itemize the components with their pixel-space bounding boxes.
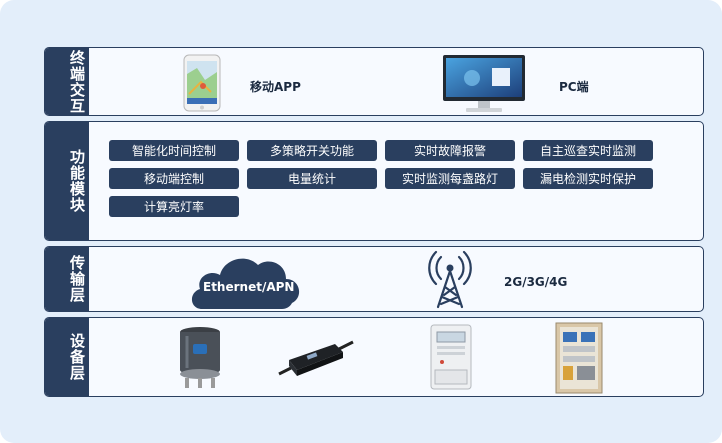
ethernet-label: Ethernet/APN — [203, 280, 295, 294]
electric-meter-icon — [430, 324, 472, 394]
function-item: 电量统计 — [247, 168, 377, 189]
mobile-app-label: 移动APP — [250, 80, 301, 94]
function-item: 实时监测每盏路灯 — [385, 168, 515, 189]
function-item: 自主巡查实时监测 — [523, 140, 653, 161]
cellular-label: 2G/3G/4G — [504, 275, 568, 289]
function-item: 移动端控制 — [109, 168, 239, 189]
layer-function-label: 功能模块 — [45, 122, 89, 240]
layer-device-label: 设备层 — [45, 318, 89, 396]
function-item: 多策略开关功能 — [247, 140, 377, 161]
layer-terminal-label: 终端交互 — [45, 48, 89, 115]
cloud-icon — [188, 249, 304, 311]
layer-terminal: 终端交互 移动APP — [44, 47, 704, 116]
function-item: 智能化时间控制 — [109, 140, 239, 161]
function-item: 实时故障报警 — [385, 140, 515, 161]
antenna-tower-icon — [425, 249, 475, 311]
layer-function: 功能模块 智能化时间控制 多策略开关功能 实时故障报警 自主巡查实时监测 移动端… — [44, 121, 704, 241]
lamp-controller-icon — [175, 326, 225, 394]
layer-transport-title: 传输层 — [68, 255, 86, 303]
function-item: 计算亮灯率 — [109, 196, 239, 217]
pc-monitor-icon — [442, 54, 526, 115]
layer-transport: 传输层 Ethernet/APN — [44, 246, 704, 312]
function-item: 漏电检测实时保护 — [523, 168, 653, 189]
layer-device-title: 设备层 — [68, 333, 86, 381]
layer-device: 设备层 — [44, 317, 704, 397]
power-module-icon — [277, 338, 357, 386]
control-cabinet-icon — [555, 322, 603, 396]
pc-label: PC端 — [559, 80, 589, 94]
layer-transport-label: 传输层 — [45, 247, 89, 311]
layer-function-title: 功能模块 — [68, 149, 86, 213]
layer-terminal-title: 终端交互 — [68, 49, 86, 114]
smartphone-icon — [183, 54, 221, 115]
